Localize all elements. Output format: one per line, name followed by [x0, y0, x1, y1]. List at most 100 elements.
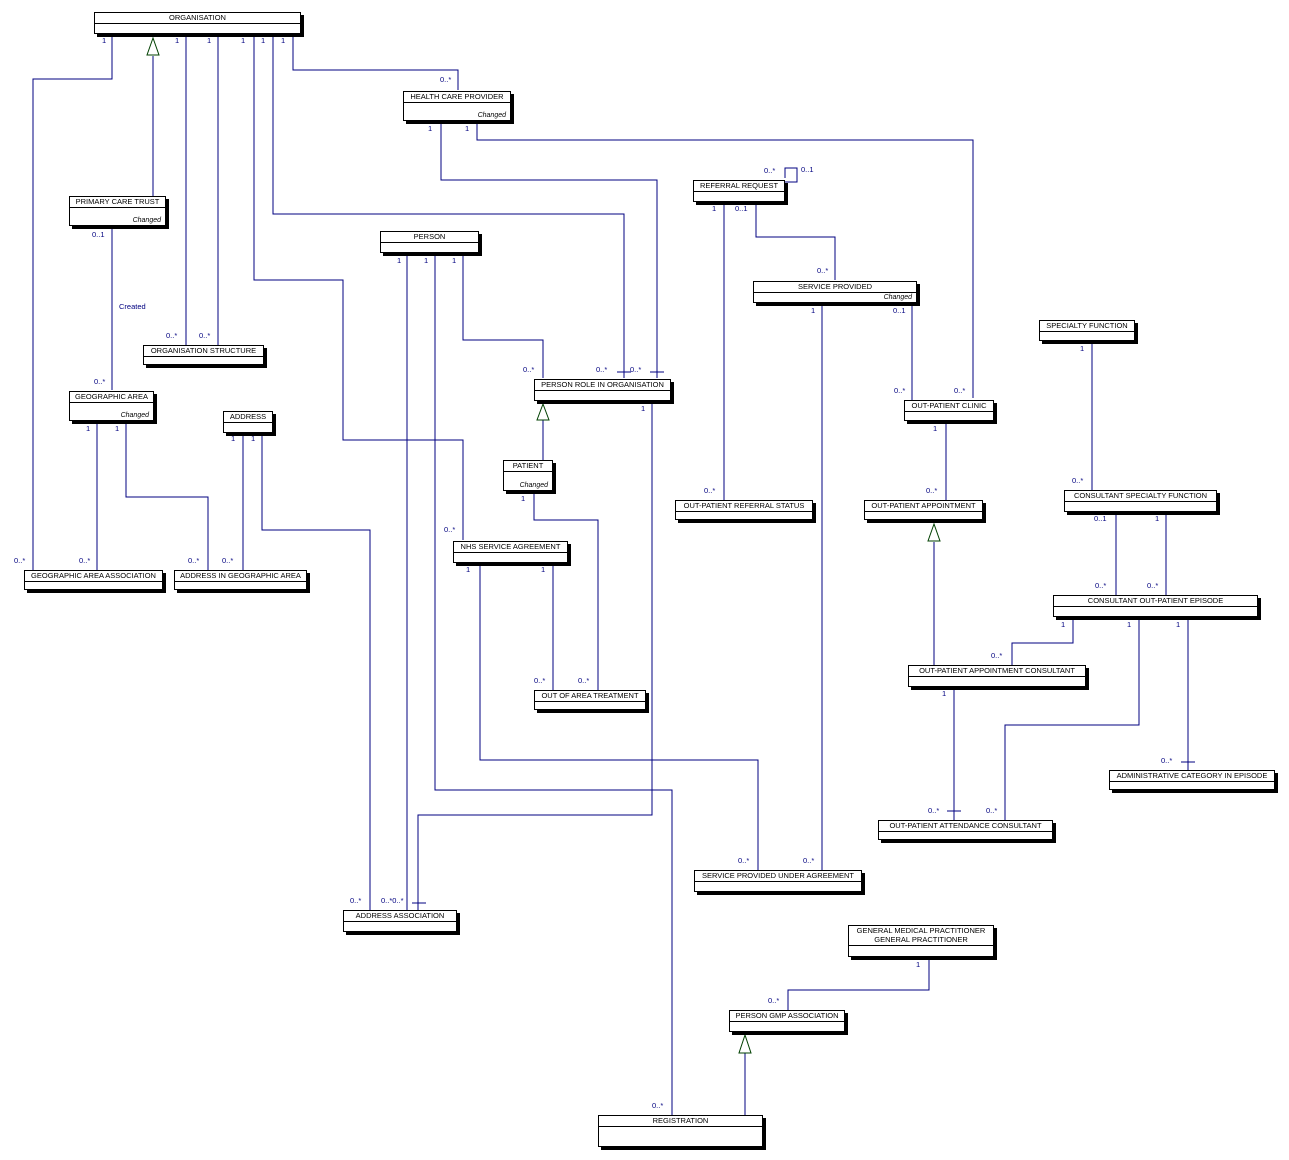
- mult-label: 0..*: [928, 806, 940, 815]
- entity-stereotype: Changed: [883, 294, 912, 301]
- entity-name: PATIENT: [504, 461, 552, 472]
- link-person-registration: [434, 252, 673, 1115]
- link-patient-out-of-area: [533, 492, 599, 690]
- mult-label: 1: [428, 124, 433, 133]
- entity-out-of-area-treatment[interactable]: OUT OF AREA TREATMENT: [534, 690, 646, 710]
- mult-label: 1: [1176, 620, 1181, 629]
- entity-stereotype: Changed: [519, 482, 548, 489]
- mult-label: 0..*: [444, 525, 456, 534]
- link-org-person-role: [272, 33, 625, 378]
- entity-organisation[interactable]: ORGANISATION: [94, 12, 301, 34]
- mult-label: 1: [521, 494, 526, 503]
- mult-label: 0..1: [92, 230, 105, 239]
- entity-referral-request[interactable]: REFERRAL REQUEST: [693, 180, 785, 202]
- mult-label: 0..*: [440, 75, 452, 84]
- link-cope-opattc: [1004, 617, 1140, 820]
- generalization-arrow-op-appointment: [927, 522, 941, 542]
- entity-name: OUT-PATIENT APPOINTMENT: [865, 501, 982, 512]
- mult-label: 0..*: [954, 386, 966, 395]
- mult-label: 0..1: [801, 165, 814, 174]
- mult-label: 0..*: [768, 996, 780, 1005]
- mult-label: 0..*: [630, 365, 642, 374]
- entity-administrative-category-in-episode[interactable]: ADMINISTRATIVE CATEGORY IN EPISODE: [1109, 770, 1275, 790]
- mult-label: 1: [541, 565, 546, 574]
- entity-name: OUT-PATIENT CLINIC: [905, 401, 993, 412]
- mult-label: 0..1: [893, 306, 906, 315]
- entity-health-care-provider[interactable]: HEALTH CARE PROVIDER Changed: [403, 91, 511, 121]
- mult-label: 1: [281, 36, 286, 45]
- entity-name: GENERAL MEDICAL PRACTITIONER: [856, 926, 986, 935]
- entity-out-patient-attendance-consultant[interactable]: OUT-PATIENT ATTENDANCE CONSULTANT: [878, 820, 1053, 840]
- mult-label: 1: [933, 424, 938, 433]
- entity-name: OUT-PATIENT ATTENDANCE CONSULTANT: [879, 821, 1052, 832]
- mult-label: 0..*: [1161, 756, 1173, 765]
- entity-registration[interactable]: REGISTRATION: [598, 1115, 763, 1147]
- entity-person[interactable]: PERSON: [380, 231, 479, 253]
- entity-nhs-service-agreement[interactable]: NHS SERVICE AGREEMENT: [453, 541, 568, 563]
- entity-name: ORGANISATION STRUCTURE: [144, 346, 263, 357]
- entity-address-association[interactable]: ADDRESS ASSOCIATION: [343, 910, 457, 932]
- entity-out-patient-appointment-consultant[interactable]: OUT-PATIENT APPOINTMENT CONSULTANT: [908, 665, 1086, 687]
- entity-specialty-function[interactable]: SPECIALTY FUNCTION: [1039, 320, 1135, 341]
- entity-service-provided[interactable]: SERVICE PROVIDED Changed: [753, 281, 917, 303]
- mult-label: 0..*: [578, 676, 590, 685]
- mult-label: 1: [102, 36, 107, 45]
- mult-label: 1: [452, 256, 457, 265]
- mult-label: 1: [641, 404, 646, 413]
- entity-out-patient-referral-status[interactable]: OUT-PATIENT REFERRAL STATUS: [675, 500, 813, 520]
- entity-out-patient-clinic[interactable]: OUT-PATIENT CLINIC: [904, 400, 994, 421]
- entity-address[interactable]: ADDRESS: [223, 411, 273, 433]
- link-hcp-person-role: [440, 120, 658, 378]
- mult-label: 0..*: [803, 856, 815, 865]
- entity-person-gmp-association[interactable]: PERSON GMP ASSOCIATION: [729, 1010, 845, 1032]
- entity-stereotype: Changed: [477, 112, 506, 119]
- mult-label: 1: [942, 689, 947, 698]
- entity-name: CONSULTANT SPECIALTY FUNCTION: [1065, 491, 1216, 502]
- mult-label: 1: [397, 256, 402, 265]
- entity-name: SPECIALTY FUNCTION: [1040, 321, 1134, 332]
- mult-label: 0..*: [1072, 476, 1084, 485]
- mult-label: 1: [1155, 514, 1160, 523]
- entity-patient[interactable]: PATIENT Changed: [503, 460, 553, 491]
- entity-name: ADDRESS ASSOCIATION: [344, 911, 456, 922]
- entity-name: ORGANISATION: [95, 13, 300, 24]
- mult-label: 0..*: [764, 166, 776, 175]
- generalization-arrow-person-gmp: [738, 1033, 752, 1054]
- entity-address-in-geographic-area[interactable]: ADDRESS IN GEOGRAPHIC AREA: [174, 570, 307, 590]
- mult-label: 1: [1061, 620, 1066, 629]
- mult-label: 1: [115, 424, 120, 433]
- entity-out-patient-appointment[interactable]: OUT-PATIENT APPOINTMENT: [864, 500, 983, 520]
- entity-general-medical-practitioner[interactable]: GENERAL MEDICAL PRACTITIONER GENERAL PRA…: [848, 925, 994, 957]
- mult-label: 1: [1127, 620, 1132, 629]
- link-org-hcp: [292, 33, 459, 90]
- link-person-person-role: [462, 252, 544, 378]
- mult-label: 0..*: [222, 556, 234, 565]
- entity-consultant-out-patient-episode[interactable]: CONSULTANT OUT-PATIENT EPISODE: [1053, 595, 1258, 617]
- entity-name: PERSON GMP ASSOCIATION: [730, 1011, 844, 1022]
- entity-name: SERVICE PROVIDED: [754, 282, 916, 293]
- entity-name: GEOGRAPHIC AREA ASSOCIATION: [25, 571, 162, 582]
- entity-person-role-in-organisation[interactable]: PERSON ROLE IN ORGANISATION: [534, 379, 671, 401]
- mult-label: 1: [712, 204, 717, 213]
- mult-label: 1: [465, 124, 470, 133]
- mult-label: 0..*: [704, 486, 716, 495]
- mult-label: 0..*: [991, 651, 1003, 660]
- mult-label: 1: [207, 36, 212, 45]
- entity-name: REFERRAL REQUEST: [694, 181, 784, 192]
- entity-primary-care-trust[interactable]: PRIMARY CARE TRUST Changed: [69, 196, 166, 226]
- entity-geographic-area-association[interactable]: GEOGRAPHIC AREA ASSOCIATION: [24, 570, 163, 590]
- entity-consultant-specialty-function[interactable]: CONSULTANT SPECIALTY FUNCTION: [1064, 490, 1217, 512]
- entity-geographic-area[interactable]: GEOGRAPHIC AREA Changed: [69, 391, 154, 421]
- entity-name-secondary: GENERAL PRACTITIONER: [849, 935, 993, 946]
- mult-label: 1: [175, 36, 180, 45]
- link-referral-service-provided: [755, 202, 836, 280]
- generalization-arrow-organisation: [146, 36, 160, 56]
- mult-label: 0..1: [1094, 514, 1107, 523]
- entity-service-provided-under-agreement[interactable]: SERVICE PROVIDED UNDER AGREEMENT: [694, 870, 862, 892]
- entity-organisation-structure[interactable]: ORGANISATION STRUCTURE: [143, 345, 264, 365]
- mult-label: 0..*: [14, 556, 26, 565]
- mult-label: 0..*: [79, 556, 91, 565]
- mult-label: 1: [231, 434, 236, 443]
- link-referral-self: [784, 167, 798, 183]
